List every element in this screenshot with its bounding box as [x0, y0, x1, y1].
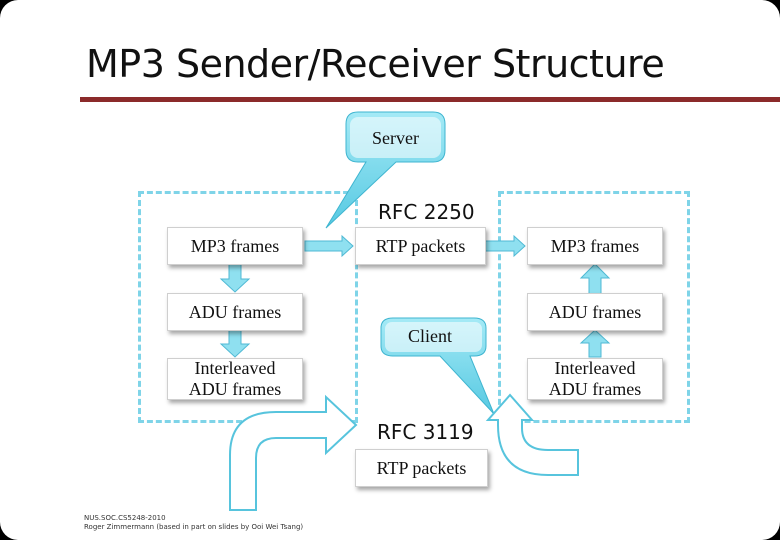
- receiver-adu-frames-label: ADU frames: [548, 301, 642, 322]
- footer-credit: Roger Zimmermann (based in part on slide…: [84, 523, 304, 531]
- receiver-mp3-frames: MP3 frames: [527, 227, 663, 265]
- server-callout: [325, 111, 446, 229]
- rtp-packets-top-label: RTP packets: [375, 235, 466, 256]
- sender-adu-frames-label: ADU frames: [188, 301, 282, 322]
- client-callout: [380, 317, 495, 415]
- footer: NUS.SOC.CS5248-2010 Roger Zimmermann (ba…: [84, 514, 303, 532]
- sender-interleaved-line1: Interleaved: [194, 358, 276, 378]
- rtp-packets-bottom-label: RTP packets: [376, 457, 467, 478]
- right-arrow-mp3-to-rtp: [304, 234, 354, 258]
- receiver-interleaved-adu-frames: Interleaved ADU frames: [527, 358, 663, 400]
- sender-adu-frames: ADU frames: [167, 293, 303, 331]
- up-arrow-interleaved-to-adu: [579, 329, 611, 358]
- client-region: [498, 191, 690, 423]
- rtp-packets-bottom: RTP packets: [355, 449, 488, 487]
- down-arrow-mp3-to-adu: [219, 263, 251, 293]
- up-arrow-adu-to-mp3: [579, 263, 611, 295]
- receiver-adu-frames: ADU frames: [527, 293, 663, 331]
- rfc-3119-label: RFC 3119: [377, 420, 474, 444]
- rtp-packets-top: RTP packets: [355, 227, 486, 265]
- page-title: MP3 Sender/Receiver Structure: [86, 42, 665, 86]
- curved-arrow-sender-to-rtp: [229, 394, 358, 511]
- rfc-2250-label: RFC 2250: [378, 200, 475, 224]
- client-callout-label: Client: [408, 326, 452, 346]
- down-arrow-adu-to-interleaved: [219, 329, 251, 358]
- sender-interleaved-adu-frames: Interleaved ADU frames: [167, 358, 303, 400]
- receiver-interleaved-line2: ADU frames: [548, 379, 642, 399]
- sender-mp3-frames-label: MP3 frames: [190, 235, 280, 256]
- curved-arrow-rtp-to-receiver: [485, 393, 579, 476]
- receiver-interleaved-line1: Interleaved: [554, 358, 636, 378]
- server-callout-label: Server: [372, 128, 419, 148]
- sender-mp3-frames: MP3 frames: [167, 227, 303, 265]
- sender-interleaved-line2: ADU frames: [188, 379, 282, 399]
- title-rule: [80, 97, 780, 102]
- receiver-mp3-frames-label: MP3 frames: [550, 235, 640, 256]
- footer-course: NUS.SOC.CS5248-2010: [84, 514, 166, 522]
